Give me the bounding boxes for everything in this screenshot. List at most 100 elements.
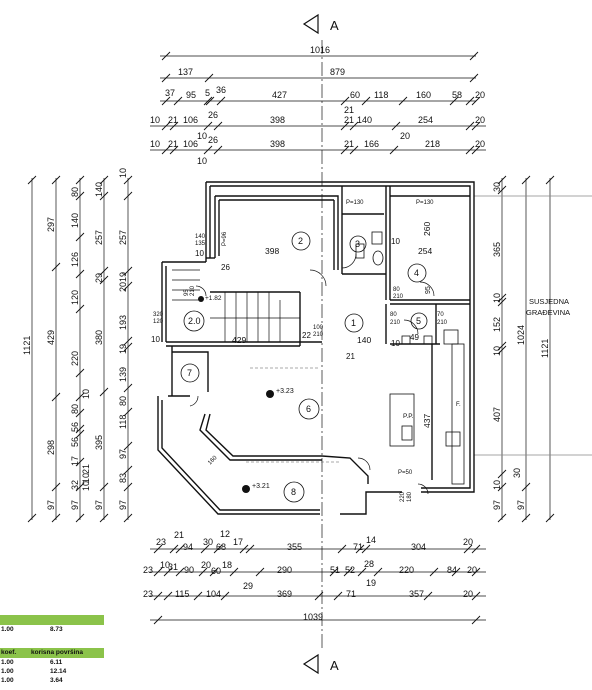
svg-text:+3.23: +3.23 [276, 388, 294, 395]
svg-text:7: 7 [187, 368, 192, 378]
svg-text:106: 106 [183, 139, 198, 149]
svg-text:21: 21 [168, 139, 178, 149]
svg-text:10: 10 [391, 339, 400, 348]
svg-text:5: 5 [205, 88, 210, 98]
top-dimension-ticks [161, 51, 481, 155]
svg-text:21: 21 [168, 115, 178, 125]
svg-text:30: 30 [492, 182, 502, 192]
svg-text:437: 437 [422, 414, 432, 428]
svg-text:97: 97 [46, 500, 56, 510]
svg-text:20: 20 [463, 589, 473, 599]
svg-text:23: 23 [156, 537, 166, 547]
svg-text:357: 357 [409, 589, 424, 599]
svg-text:56: 56 [70, 437, 80, 447]
svg-text:115: 115 [175, 589, 189, 599]
svg-text:398: 398 [270, 115, 285, 125]
svg-text:P=96: P=96 [222, 231, 228, 246]
bottom-dimension-ticks [153, 544, 481, 625]
bottom-dimension-texts: 23 21 94 30 12 68 17 355 71 14 304 20 23… [143, 529, 477, 622]
svg-text:257: 257 [94, 230, 104, 245]
svg-text:97: 97 [516, 500, 526, 510]
svg-text:257: 257 [118, 230, 128, 245]
svg-text:1024: 1024 [516, 325, 526, 345]
svg-text:18: 18 [222, 560, 232, 570]
plan-walls [157, 181, 475, 515]
value-cell: 6.11 [50, 659, 63, 666]
svg-text:398: 398 [265, 246, 279, 256]
svg-text:2019: 2019 [118, 272, 128, 292]
area-table: koef. korisna površina 1.00 6.11 1.00 12… [0, 648, 104, 685]
svg-text:28: 28 [364, 559, 374, 569]
svg-text:1121: 1121 [540, 339, 550, 358]
svg-text:10: 10 [118, 168, 128, 178]
svg-text:135: 135 [195, 241, 206, 247]
svg-text:80: 80 [390, 312, 397, 318]
svg-text:97: 97 [118, 500, 128, 510]
svg-text:10: 10 [197, 156, 207, 166]
svg-text:95: 95 [184, 289, 190, 296]
svg-text:10: 10 [160, 560, 170, 570]
svg-text:152: 152 [492, 317, 502, 332]
svg-text:1: 1 [351, 318, 356, 328]
svg-text:427: 427 [272, 90, 287, 100]
svg-text:68: 68 [216, 542, 226, 552]
svg-text:31: 31 [168, 562, 178, 572]
svg-text:20: 20 [467, 565, 477, 575]
svg-text:10: 10 [150, 115, 160, 125]
svg-text:80: 80 [393, 287, 400, 293]
svg-text:369: 369 [277, 589, 292, 599]
svg-text:20: 20 [475, 115, 485, 125]
svg-text:26: 26 [221, 263, 230, 272]
svg-text:21: 21 [344, 105, 354, 115]
svg-text:52: 52 [345, 565, 355, 575]
svg-text:17: 17 [233, 537, 243, 547]
svg-text:21: 21 [81, 464, 91, 474]
door-swings [189, 253, 435, 495]
svg-text:180: 180 [407, 491, 413, 502]
svg-text:10: 10 [197, 131, 207, 141]
svg-text:118: 118 [374, 90, 388, 100]
svg-text:19: 19 [118, 344, 128, 354]
left-dimension-lines [31, 178, 129, 520]
left-dimension-ticks [27, 175, 133, 523]
svg-text:10: 10 [195, 249, 204, 258]
svg-text:220: 220 [400, 491, 406, 502]
svg-text:20: 20 [400, 131, 410, 141]
svg-text:140: 140 [195, 234, 206, 240]
svg-text:1016: 1016 [310, 45, 330, 55]
svg-text:290: 290 [277, 565, 292, 575]
svg-text:A: A [330, 18, 339, 33]
svg-text:A: A [330, 658, 339, 673]
svg-text:137: 137 [178, 67, 193, 77]
svg-text:70: 70 [437, 312, 444, 318]
svg-text:97: 97 [70, 500, 80, 510]
svg-text:30: 30 [203, 537, 213, 547]
svg-text:429: 429 [46, 330, 56, 345]
svg-text:SUSJEDNA: SUSJEDNA [529, 297, 569, 306]
top-dimension-texts: 1016 137 879 37 95 5 36 427 60 118 160 5… [150, 45, 485, 166]
svg-text:106: 106 [183, 115, 198, 125]
svg-text:20: 20 [475, 139, 485, 149]
svg-text:298: 298 [46, 440, 56, 455]
svg-text:23: 23 [143, 589, 153, 599]
svg-text:+1.82: +1.82 [205, 295, 222, 302]
table-header: koef. korisna površina [0, 648, 104, 658]
svg-text:100: 100 [313, 325, 324, 331]
hidden-lines [246, 367, 340, 463]
svg-text:429: 429 [232, 335, 246, 345]
svg-text:21: 21 [344, 115, 354, 125]
svg-text:F.: F. [456, 402, 461, 408]
svg-text:140: 140 [357, 115, 372, 125]
staircase [172, 269, 300, 342]
svg-text:GRAĐEVINA: GRAĐEVINA [526, 308, 570, 317]
value-cell: 3.64 [50, 677, 63, 684]
svg-text:160: 160 [416, 90, 431, 100]
svg-text:193: 193 [118, 315, 128, 330]
svg-text:80: 80 [70, 187, 80, 197]
svg-text:30: 30 [512, 468, 522, 478]
svg-text:254: 254 [418, 115, 433, 125]
svg-text:60: 60 [211, 566, 221, 576]
svg-text:49: 49 [410, 333, 419, 342]
interior-dimension-texts: 398 254 429 140 260 437 95 P.P. P=130 P=… [151, 200, 461, 502]
svg-text:304: 304 [411, 542, 426, 552]
